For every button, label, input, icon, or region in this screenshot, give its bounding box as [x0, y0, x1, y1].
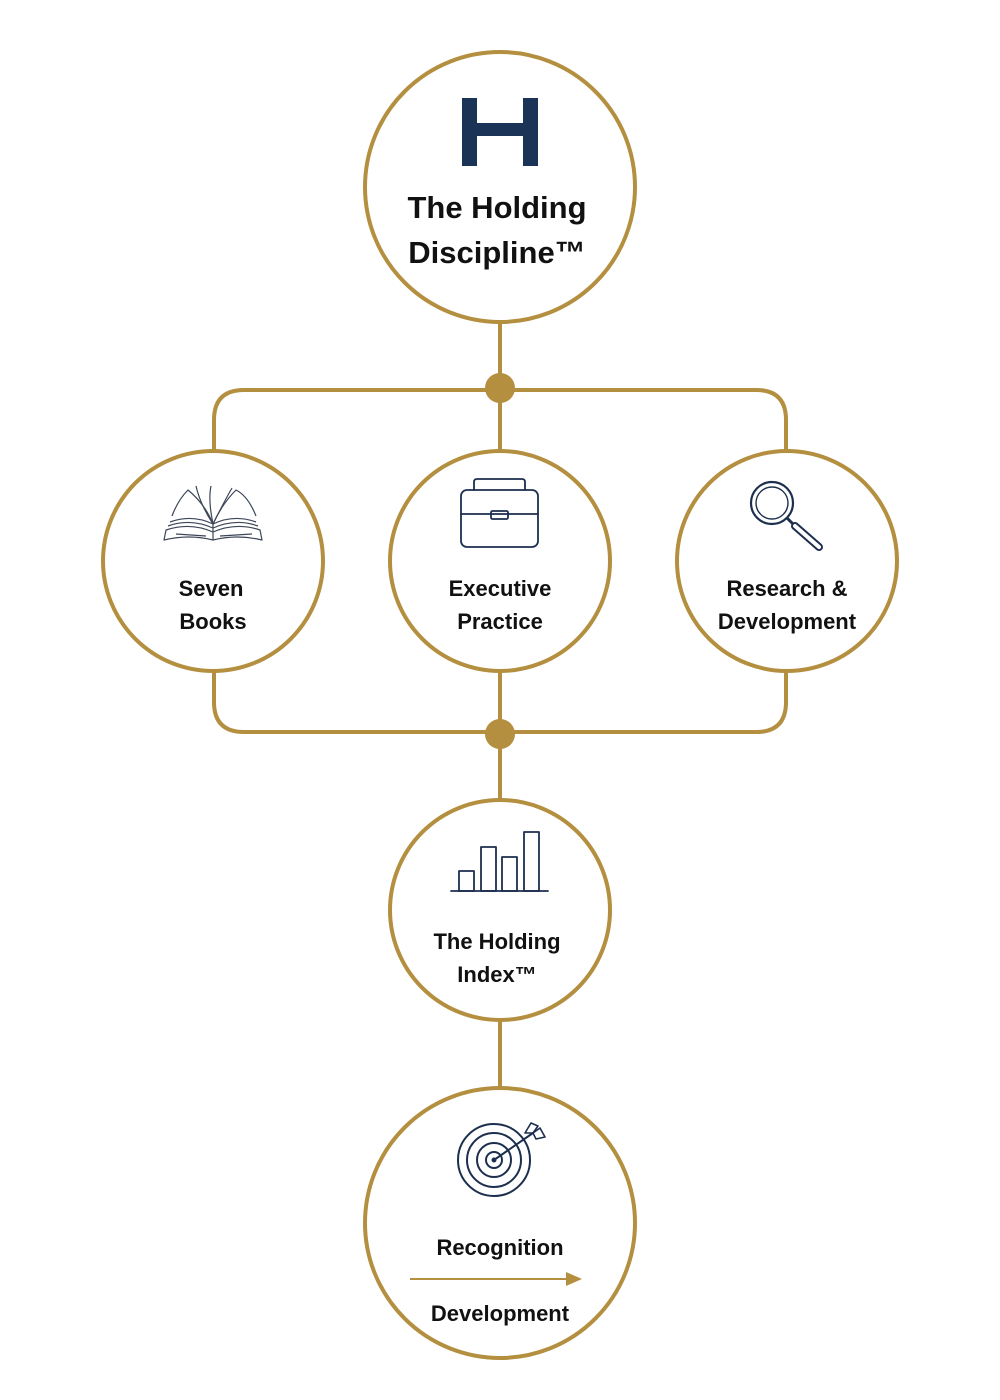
node-circle [388, 449, 612, 673]
upper-hub-dot [485, 373, 515, 403]
node-circle [101, 449, 325, 673]
node-label-line1: Executive [449, 576, 552, 601]
magnifier-icon [749, 480, 823, 551]
node-holding-index: The Holding Index™ [388, 798, 612, 1022]
node-circle [363, 1086, 637, 1360]
node-title-line2: Discipline™ [408, 235, 585, 270]
bar-chart-icon [450, 831, 549, 892]
node-title-line1: The Holding [407, 190, 586, 225]
outcome-from-label: Recognition [436, 1235, 563, 1260]
node-label-line2: Practice [457, 609, 543, 634]
node-label-line1: The Holding [433, 929, 560, 954]
target-arrow-icon [457, 1122, 546, 1197]
node-executive-practice: Executive Practice [388, 449, 612, 673]
arrow-right-icon [410, 1272, 582, 1286]
node-label-line2: Index™ [457, 962, 536, 987]
node-recognition-development: Recognition Development [363, 1086, 637, 1360]
open-book-icon [163, 485, 263, 541]
node-circle [388, 798, 612, 1022]
node-label-line2: Development [718, 609, 857, 634]
node-circle [675, 449, 899, 673]
node-seven-books: Seven Books [101, 449, 325, 673]
h-logo [462, 98, 538, 166]
node-circle [363, 50, 637, 324]
node-label-line1: Research & [726, 576, 847, 601]
lower-hub-dot [485, 719, 515, 749]
node-label-line1: Seven [179, 576, 244, 601]
outcome-to-label: Development [431, 1301, 570, 1326]
node-holding-discipline: The Holding Discipline™ [363, 50, 637, 324]
briefcase-icon [460, 478, 539, 548]
node-research-development: Research & Development [675, 449, 899, 673]
node-label-line2: Books [179, 609, 246, 634]
